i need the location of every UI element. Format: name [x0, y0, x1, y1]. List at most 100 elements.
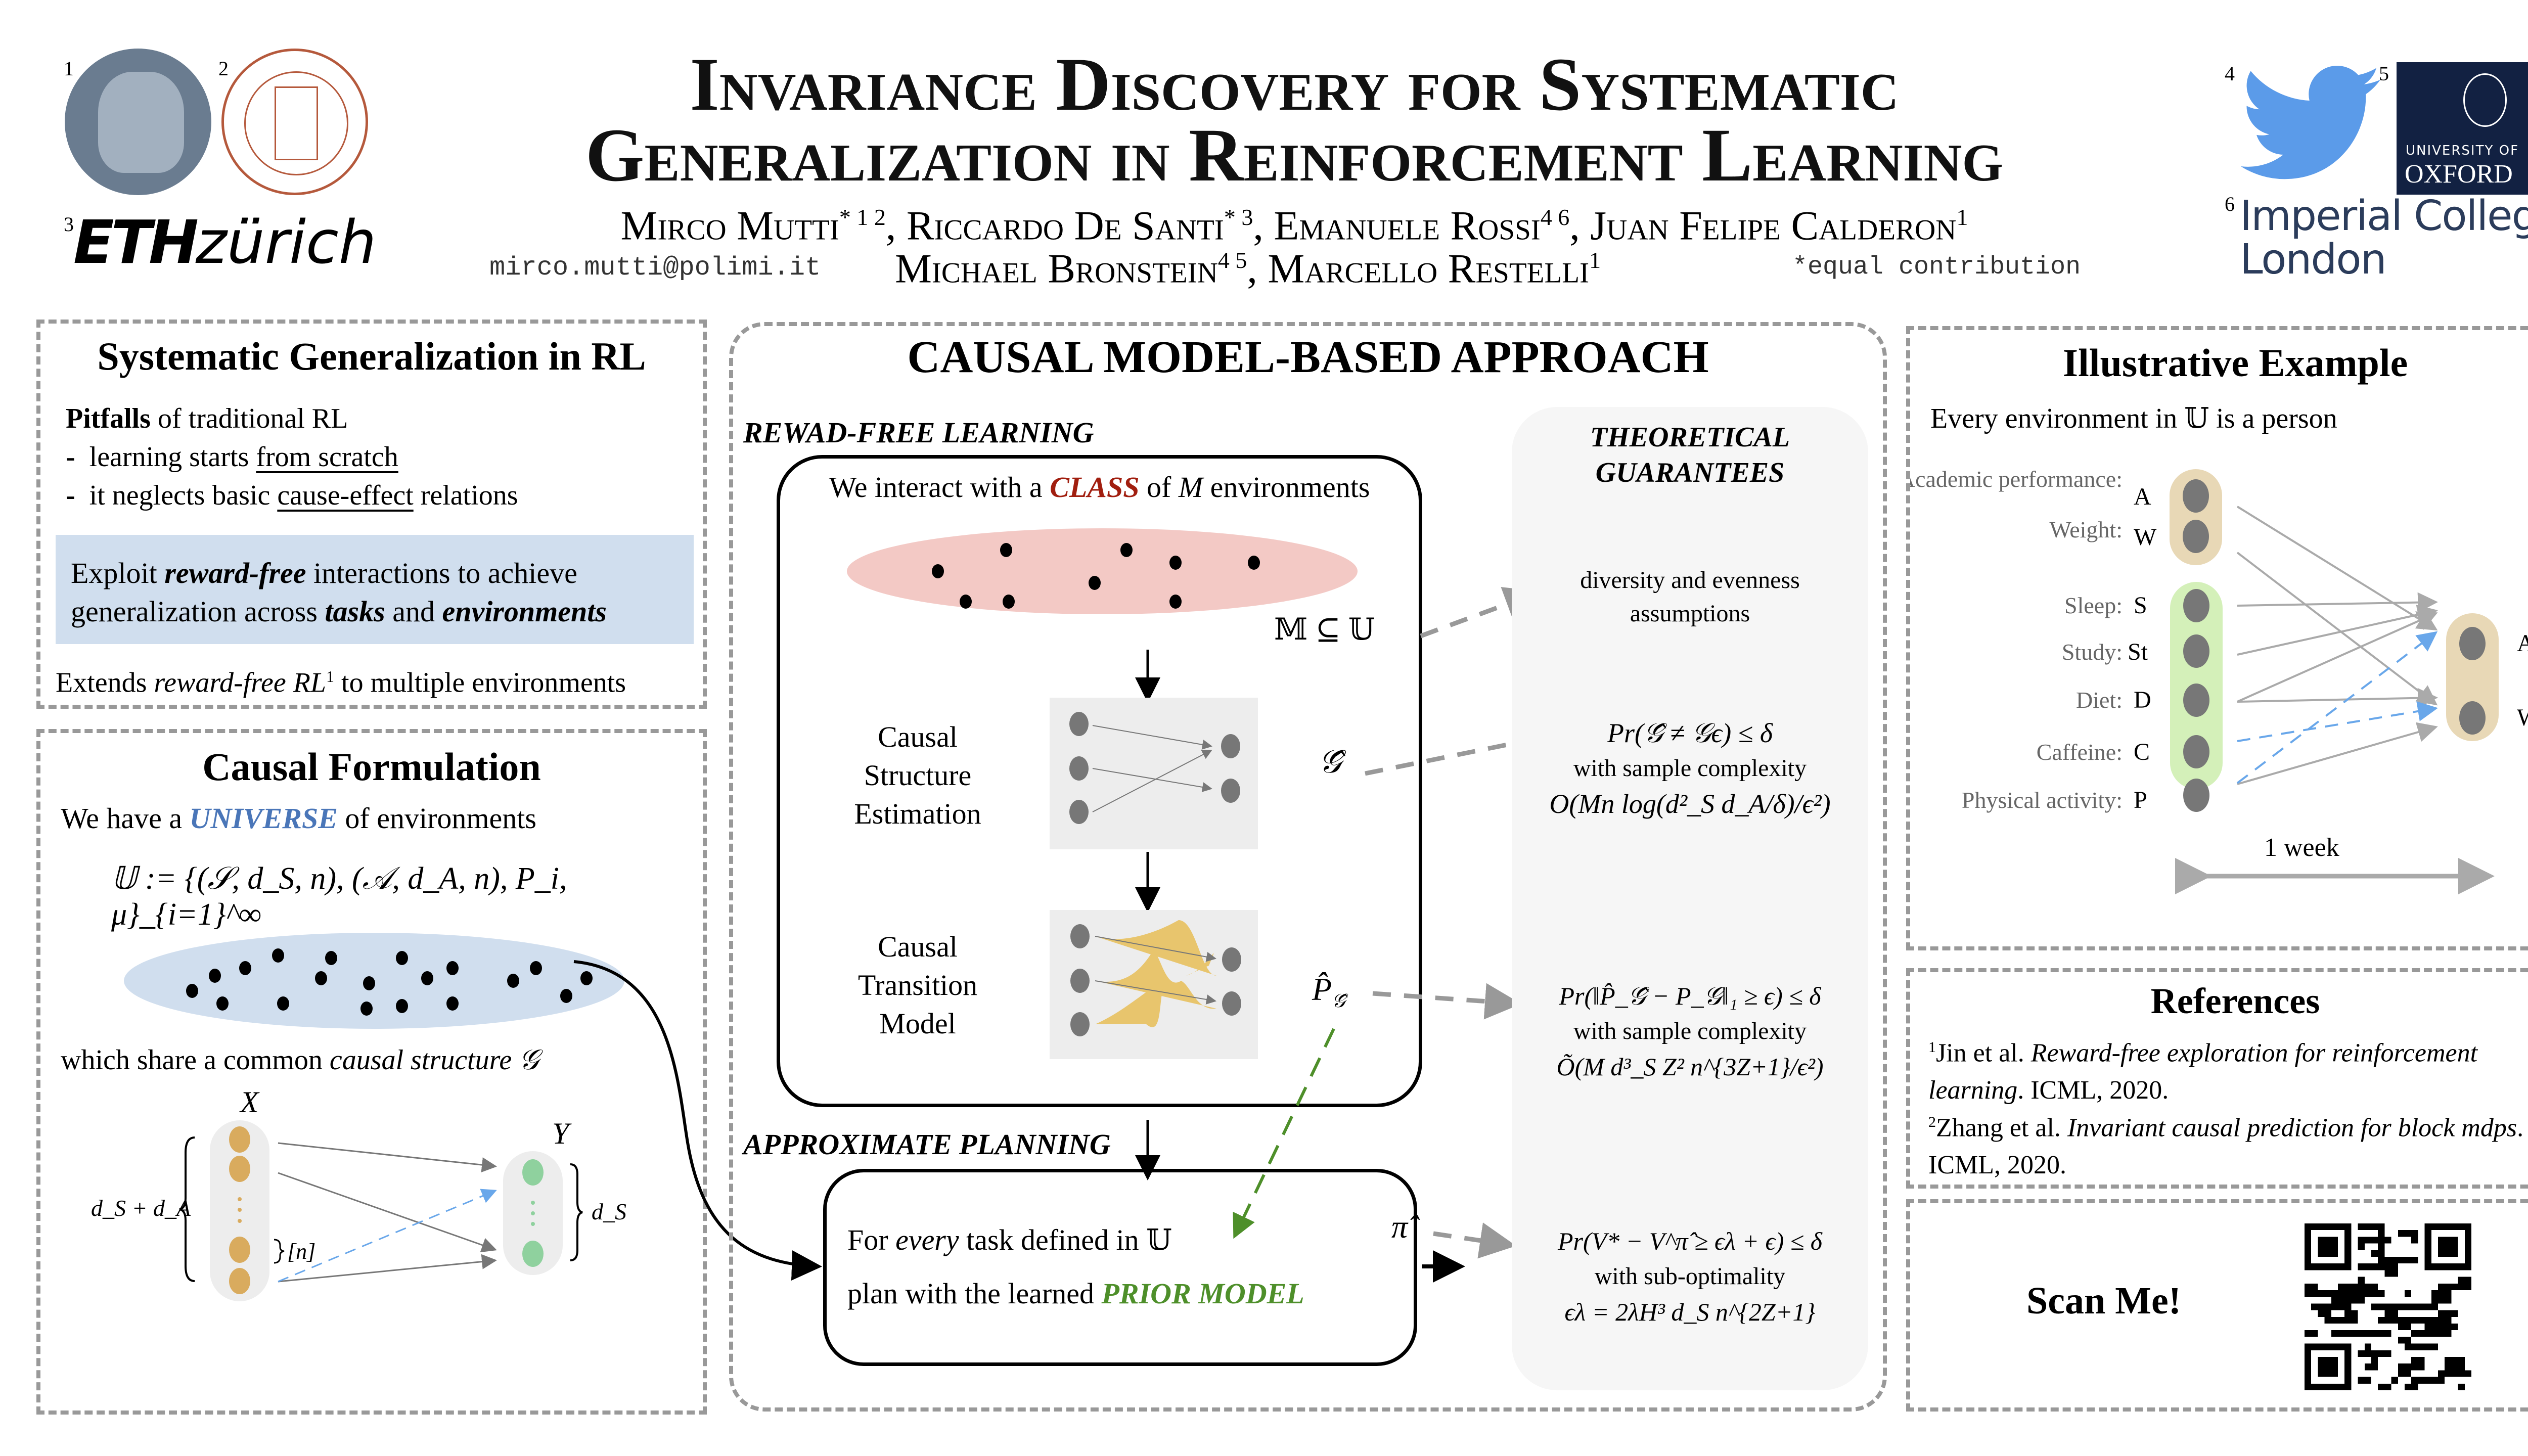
causal-formulation-panel: Causal Formulation We have a UNIVERSE of…: [36, 729, 707, 1415]
graph-nodes: [1069, 712, 1240, 824]
class-intro: We interact with a CLASS of M environmen…: [829, 471, 1370, 504]
author-name: Marcello Restelli: [1268, 245, 1590, 292]
illustrative-example-panel: Illustrative Example Every environment i…: [1906, 326, 2528, 950]
pihat-to-guarantee-arrow: [1433, 1222, 1516, 1259]
panel-title: References: [2150, 981, 2320, 1021]
svg-text:Academic performance:: Academic performance:: [1910, 466, 2123, 492]
svg-text:St: St: [2128, 639, 2148, 665]
author-name: Michael Bronstein: [895, 245, 1218, 292]
class-environment-dots: [932, 543, 1260, 609]
left-brace: [179, 1136, 195, 1282]
approach-title: CAUSAL MODEL-BASED APPROACH: [907, 332, 1709, 382]
transition-model-label: Causal Transition Model: [857, 930, 978, 1040]
structure-estimation-label: Causal Structure Estimation: [854, 720, 981, 830]
references-panel: References 1Jin et al. Reward-free explo…: [1906, 968, 2528, 1189]
causal-approach-panel: [729, 322, 1887, 1412]
author-name: Juan Felipe Calderon: [1590, 202, 1957, 249]
class-ellipse: [847, 528, 1358, 614]
guarantees-title: THEORETICAL GUARANTEES: [1590, 422, 1790, 488]
causal-edges: [278, 1142, 497, 1283]
equal-contribution-note: *equal contribution: [1792, 253, 2081, 282]
poster-title-line2: Generalization in Reinforcement Learning: [585, 113, 2004, 197]
shared-structure-text: which share a common causal structure 𝒢: [61, 1044, 539, 1076]
author-name: Emanuele Rossi: [1274, 202, 1541, 249]
author-name: Riccardo De Santi: [906, 202, 1224, 249]
poster-title-line1: Invariance Discovery for Systematic: [690, 42, 1899, 126]
x-nodes: [229, 1126, 250, 1294]
svg-text:W: W: [2517, 704, 2528, 731]
reference-item: 1Jin et al. Reward-free exploration for …: [1928, 1038, 2478, 1105]
y-nodes: [522, 1159, 544, 1267]
logo-num-twitter: 4: [2225, 62, 2235, 85]
svg-text:Diet:: Diet:: [2076, 687, 2123, 713]
reference-item: 2Zhang et al. Invariant causal predictio…: [1928, 1113, 2524, 1180]
universe-intro: We have a UNIVERSE of environments: [61, 802, 536, 835]
panel-title: Causal Formulation: [202, 745, 541, 789]
authors-line2: Michael Bronstein4 5, Marcello Restelli1: [895, 245, 1601, 292]
reward-free-learning-label: REWAD-FREE LEARNING: [743, 416, 1094, 449]
reward-free-learning-box: [777, 455, 1422, 1107]
author-name: Mirco Mutti: [620, 202, 839, 249]
scan-me-label: Scan Me!: [2026, 1280, 2182, 1322]
svg-text:Weight:: Weight:: [2050, 517, 2123, 542]
time-label: 1 week: [2264, 833, 2339, 862]
scan-me-panel: Scan Me!: [1906, 1199, 2528, 1412]
eth-zurich-logo: ETHzürich: [73, 207, 377, 277]
variable-symbols: A W S St D C P A W: [2128, 483, 2528, 813]
guarantee-item-assumptions: diversity and evenness assumptions: [1580, 567, 1800, 627]
spurious-edges: [2236, 631, 2438, 784]
svg-text:Sleep:: Sleep:: [2064, 593, 2123, 618]
environment-dots: [186, 948, 593, 1016]
bologna-logo: [221, 49, 368, 195]
graph-edges: [1095, 936, 1216, 1005]
logo-num-polimi: 1: [64, 57, 74, 80]
svg-text:C: C: [2134, 739, 2150, 765]
svg-text:Study:: Study:: [2062, 639, 2123, 665]
svg-text:W: W: [2134, 524, 2157, 551]
universe-cloud: [124, 933, 624, 1029]
approximate-planning-label: APPROXIMATE PLANNING: [743, 1128, 1111, 1161]
pi-hat-label: π̂: [1391, 1209, 1408, 1245]
spurious-edge: [278, 1189, 497, 1283]
extends-note: Extends reward-free RL1 to multiple envi…: [56, 667, 626, 699]
outputs-column: [2446, 613, 2499, 741]
graph-nodes: [1070, 924, 1241, 1036]
n-brace-label: [n]: [287, 1239, 315, 1264]
svg-text:Physical activity:: Physical activity:: [1962, 787, 2123, 813]
x-label: X: [239, 1087, 260, 1119]
qr-code[interactable]: [2305, 1223, 2471, 1390]
phat-to-guarantee-arrow: [1372, 983, 1521, 1020]
planning-text: For every task defined in 𝕌 plan with th…: [847, 1223, 1304, 1310]
example-causal-graph: Academic performance: Weight: Sleep: Stu…: [1910, 466, 2528, 894]
email[interactable]: mirco.mutti@polimi.it: [489, 253, 821, 283]
flow-arrows-lower: [1135, 852, 1160, 1180]
pitfalls-heading: Pitfalls of traditional RL: [66, 403, 348, 434]
twitter-bird-icon: [2241, 66, 2380, 179]
example-nodes: [2183, 479, 2486, 812]
panel-title: Illustrative Example: [2062, 341, 2408, 385]
oxford-logo: UNIVERSITY OF OXFORD: [2397, 62, 2528, 195]
highlight-box: Exploit reward-free interactions to achi…: [56, 535, 694, 644]
svg-text:A: A: [2517, 630, 2528, 657]
logo-num-bologna: 2: [218, 57, 229, 80]
n-brace: [274, 1239, 285, 1264]
logo-num-eth: 3: [64, 213, 74, 236]
universe-to-planning-arrow: [573, 960, 822, 1281]
example-intro: Every environment in 𝕌 is a person: [1930, 403, 2337, 434]
planning-box: [823, 1169, 1417, 1366]
prev-outputs-column: [2170, 469, 2222, 565]
svg-text:S: S: [2134, 592, 2147, 619]
logo-num-imperial: 6: [2225, 193, 2235, 215]
causal-graph-diagram: X Y d_S + d_A [n] d_S: [91, 1087, 626, 1301]
g-hat-label: 𝒢̂: [1319, 744, 1342, 780]
polimi-logo: [65, 49, 211, 195]
left-brace-label: d_S + d_A: [91, 1195, 191, 1221]
svg-text:Caffeine:: Caffeine:: [2037, 739, 2123, 765]
theoretical-guarantees-box: [1512, 407, 1868, 1390]
m-subset-u: 𝕄 ⊆ 𝕌: [1274, 613, 1375, 646]
structure-estimation-graph: [1050, 698, 1258, 849]
panel-title: Systematic Generalization in RL: [97, 334, 646, 378]
pitfall-item: - it neglects basic cause-effect relatio…: [66, 480, 518, 511]
logo-num-oxford: 5: [2379, 62, 2389, 85]
pitfall-item: - learning starts from scratch: [66, 441, 398, 473]
